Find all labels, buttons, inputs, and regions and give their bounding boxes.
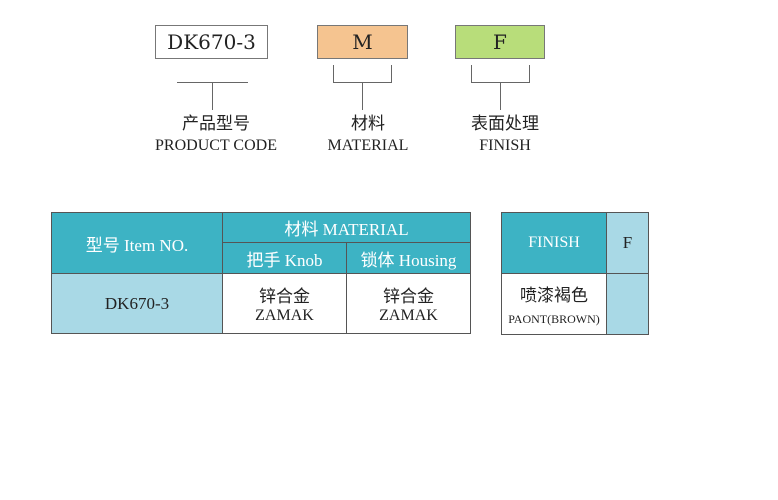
material-label-en: MATERIAL: [327, 137, 409, 154]
finish-value-en: PAONT(BROWN): [508, 312, 600, 326]
material-header: 材料 MATERIAL: [222, 212, 471, 243]
product-label-en: PRODUCT CODE: [155, 137, 277, 154]
item-header: 型号 Item NO.: [51, 212, 223, 274]
finish-code-empty: [606, 273, 649, 335]
material-code-box: M: [317, 25, 408, 59]
finish-label-en: FINISH: [479, 137, 531, 154]
finish-code: F: [606, 212, 649, 274]
housing-header: 锁体 Housing: [346, 242, 471, 274]
product-label-zh: 产品型号: [182, 114, 250, 134]
item-value: DK670-3: [51, 273, 223, 334]
finish-header: FINISH: [501, 212, 607, 274]
knob-header: 把手 Knob: [222, 242, 347, 274]
finish-value-cell: 喷漆褐色 PAONT(BROWN): [501, 273, 607, 335]
product-code-box: DK670-3: [155, 25, 268, 59]
knob-material-zh: 锌合金: [259, 287, 310, 306]
finish-label-zh: 表面处理: [471, 114, 539, 134]
finish-code-box: F: [455, 25, 545, 59]
housing-material-cell: 锌合金 ZAMAK: [346, 273, 471, 334]
knob-material-cell: 锌合金 ZAMAK: [222, 273, 347, 334]
housing-material-zh: 锌合金: [383, 287, 434, 306]
knob-material-en: ZAMAK: [255, 307, 314, 324]
finish-value-zh: 喷漆褐色: [520, 286, 588, 305]
material-label-zh: 材料: [351, 114, 385, 134]
housing-material-en: ZAMAK: [379, 307, 438, 324]
